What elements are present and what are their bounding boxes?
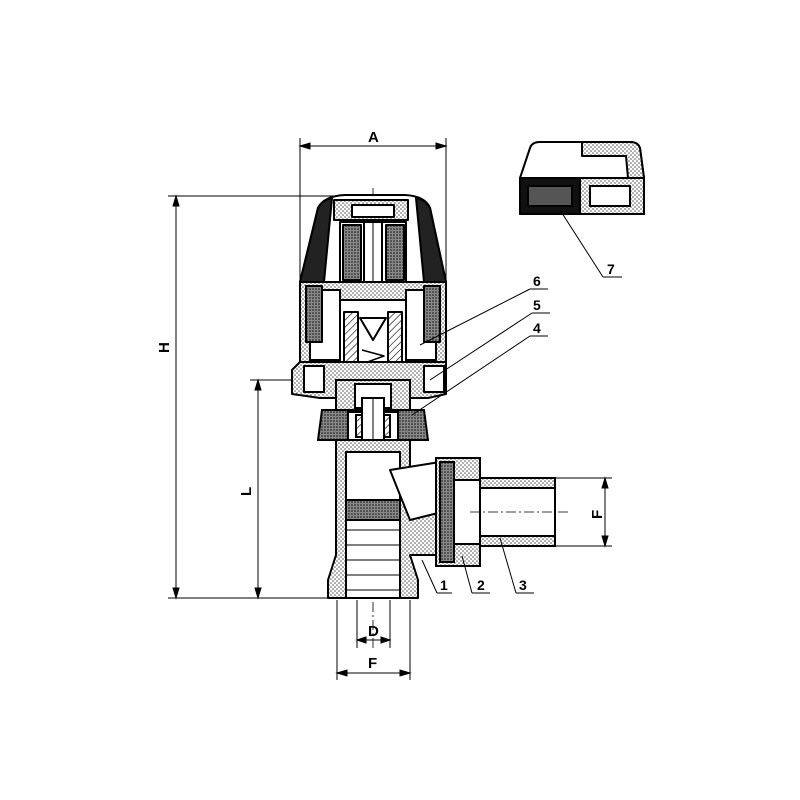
callout-1: 1	[440, 577, 448, 593]
dimension-lines	[168, 138, 612, 680]
dim-label-F-side: F	[589, 510, 606, 519]
dim-label-F-bottom: F	[368, 655, 377, 672]
dim-label-A: A	[368, 129, 379, 146]
protective-cap	[519, 141, 645, 215]
callout-4: 4	[533, 320, 541, 336]
callout-7: 7	[607, 261, 615, 277]
callout-2: 2	[477, 577, 485, 593]
dim-label-H: H	[156, 342, 173, 353]
thermostatic-head	[291, 194, 447, 399]
dim-label-L: L	[238, 487, 255, 496]
union-nut-and-tailpiece	[435, 457, 556, 567]
callout-6: 6	[533, 273, 541, 289]
callout-3: 3	[519, 577, 527, 593]
callout-leaders	[411, 209, 622, 594]
dim-label-D: D	[368, 623, 379, 640]
callout-5: 5	[533, 297, 541, 313]
valve-body	[327, 439, 451, 599]
